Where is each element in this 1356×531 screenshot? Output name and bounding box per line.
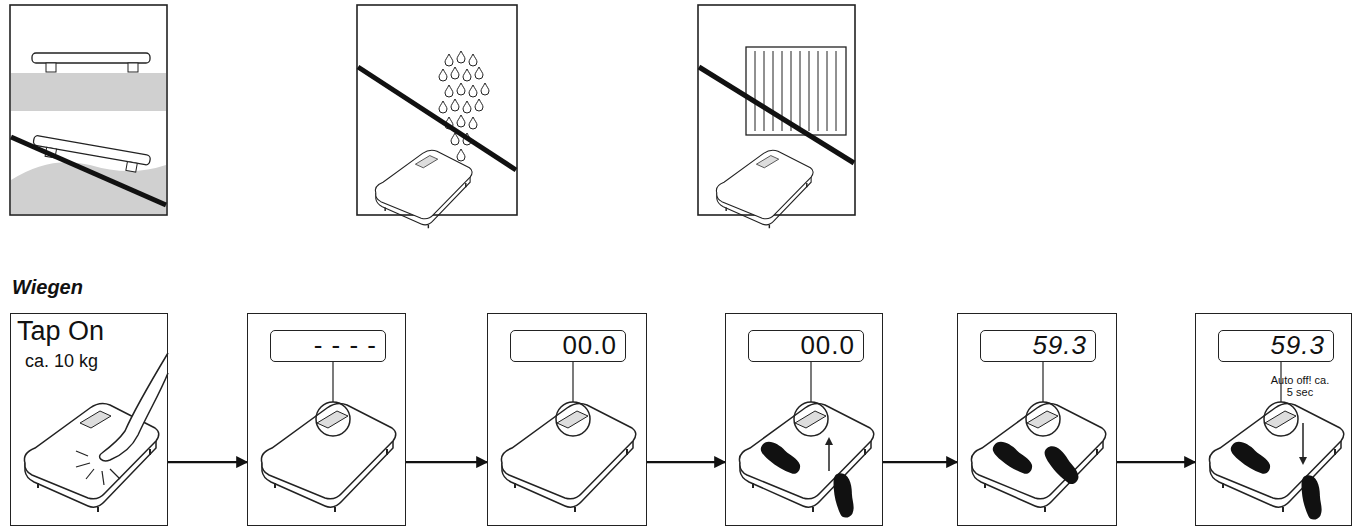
flow-arrow (168, 461, 247, 463)
flow-arrow (1117, 461, 1195, 463)
step-panel: 00.0 (487, 313, 647, 526)
step-panel: - - - - (247, 313, 406, 526)
step-panel: 00.0 (725, 313, 883, 526)
weight-note: ca. 10 kg (25, 352, 98, 372)
step-panel: 59.3Auto off! ca. 5 sec (1195, 313, 1352, 526)
display-reading: 00.0 (748, 330, 864, 362)
flow-arrow (647, 461, 725, 463)
display-reading: 59.3 (1218, 330, 1334, 362)
step-panel: 59.3 (957, 313, 1117, 526)
instruction-text: Tap On (17, 317, 104, 347)
flow-arrow (406, 461, 487, 463)
auto-off-note: Auto off! ca. 5 sec (1268, 374, 1332, 398)
step-panel: Tap On ca. 10 kg (10, 313, 168, 526)
display-reading: 59.3 (980, 330, 1096, 362)
display-reading: - - - - (270, 330, 386, 362)
display-reading: 00.0 (510, 330, 626, 362)
section-heading: Wiegen (12, 276, 83, 299)
flow-arrow (883, 461, 957, 463)
